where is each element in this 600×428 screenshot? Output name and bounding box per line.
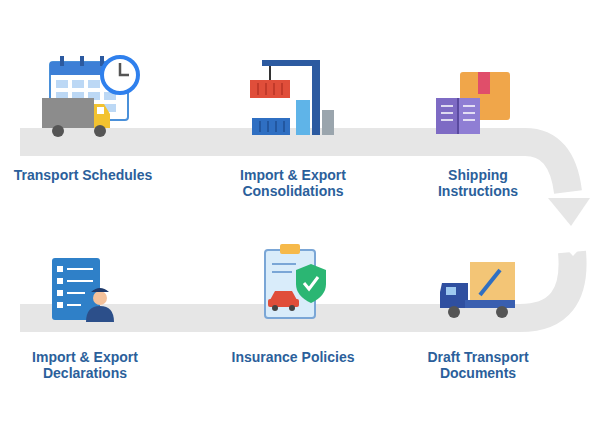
instructions-icon	[436, 72, 510, 134]
step-label: Insurance Policies	[223, 349, 363, 365]
step-label: Transport Schedules	[13, 167, 153, 183]
schedule-icon	[42, 56, 138, 137]
step-label: Import & Export Declarations	[15, 349, 155, 381]
step-label: Shipping Instructions	[408, 167, 548, 199]
declaration-icon	[52, 258, 114, 322]
consolidation-icon	[250, 60, 334, 135]
step-label: Draft Transport Documents	[408, 349, 548, 381]
step-label: Import & Export Consolidations	[223, 167, 363, 199]
transport-document-icon	[440, 262, 515, 318]
insurance-icon	[265, 244, 326, 318]
